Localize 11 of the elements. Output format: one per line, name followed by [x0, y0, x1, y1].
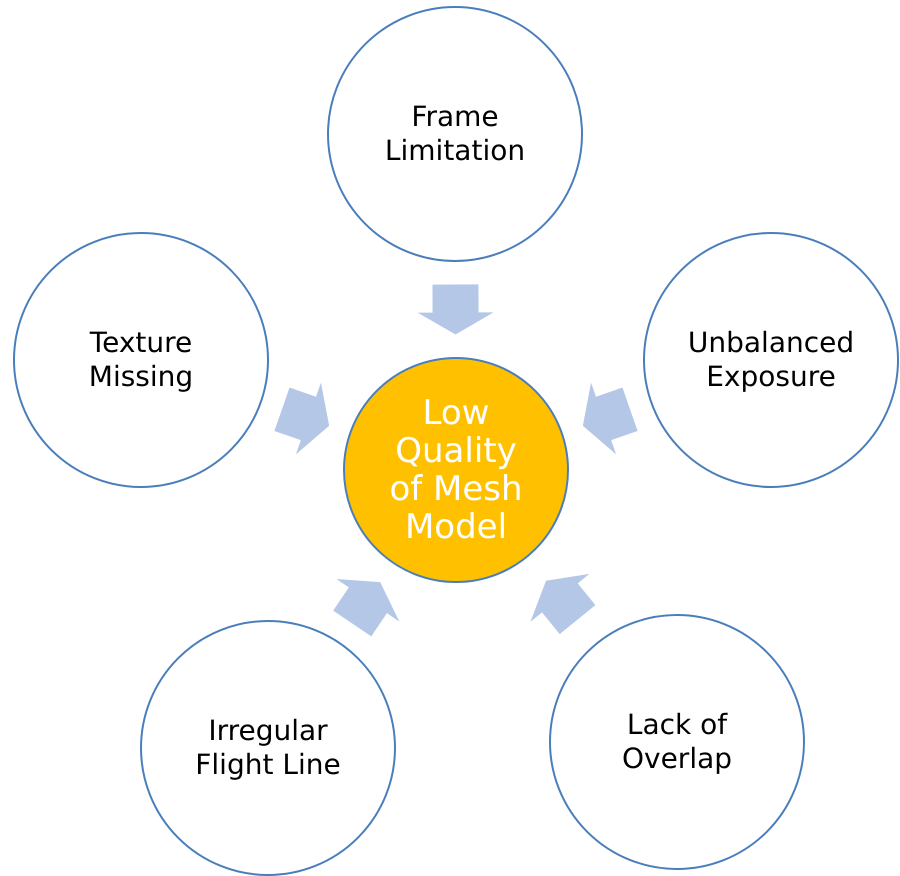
arrow: [582, 382, 638, 454]
node-label: Low Quality of Mesh Model: [388, 394, 524, 546]
arrow: [418, 284, 494, 334]
arrow: [530, 574, 596, 634]
node-label: Irregular Flight Line: [194, 714, 342, 782]
node-label: Frame Limitation: [384, 100, 526, 168]
node-label: Lack of Overlap: [620, 708, 734, 776]
arrow: [333, 579, 400, 636]
node-label: Unbalanced Exposure: [686, 326, 856, 394]
node-label: Texture Missing: [88, 326, 194, 394]
arrow: [274, 382, 330, 454]
